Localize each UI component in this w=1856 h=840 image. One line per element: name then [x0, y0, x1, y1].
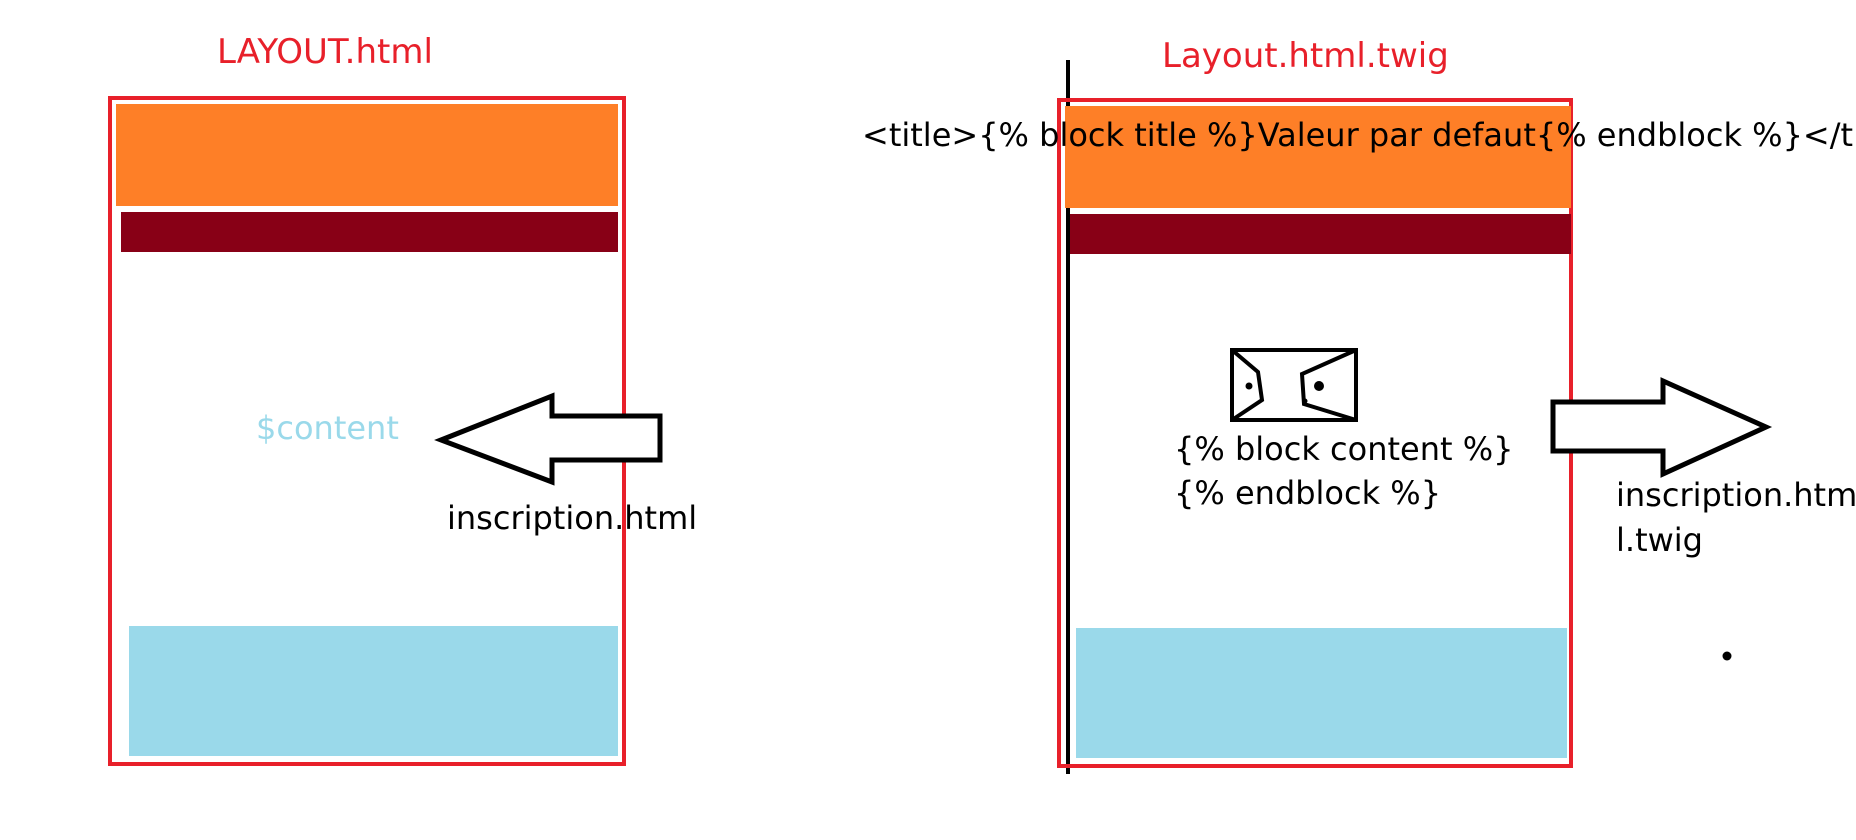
left-header-band: [116, 104, 618, 206]
right-panel-title: Layout.html.twig: [1162, 36, 1449, 76]
panel-divider: [1066, 60, 1070, 774]
right-arrow-label-line1: inscription.htm: [1616, 476, 1856, 514]
right-footer-band: [1076, 628, 1567, 758]
content-variable-label: $content: [256, 409, 399, 447]
right-arrow-label-line2: l.twig: [1616, 521, 1703, 559]
right-header-band: [1065, 106, 1571, 208]
right-arrow-shape: [1550, 377, 1773, 478]
title-block-code: <title>{% block title %}Valeur par defau…: [862, 116, 1856, 154]
left-layout-frame: [108, 96, 626, 766]
left-footer-band: [129, 626, 618, 756]
left-nav-band: [121, 212, 618, 252]
content-block-close: {% endblock %}: [1174, 474, 1442, 512]
right-nav-band: [1070, 214, 1571, 254]
left-arrow-label: inscription.html: [447, 499, 698, 537]
content-block-open: {% block content %}: [1174, 430, 1514, 468]
left-panel-title: LAYOUT.html: [217, 32, 433, 72]
stray-dot: [1722, 651, 1732, 661]
